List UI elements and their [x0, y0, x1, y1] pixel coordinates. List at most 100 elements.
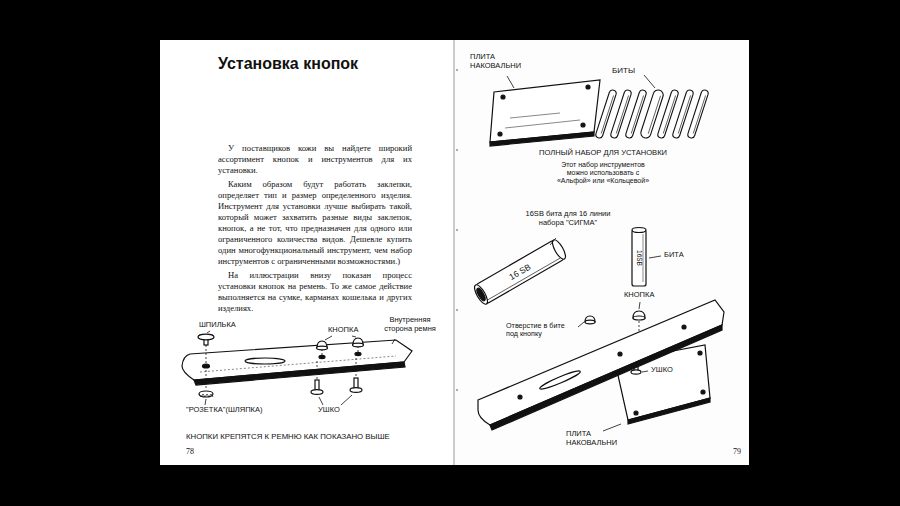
left-belt-drawing	[182, 334, 412, 397]
bits-drawing-part-part	[663, 95, 675, 133]
tube-bit-drawing	[472, 238, 568, 306]
vertical-bit-drawing	[632, 228, 646, 287]
right-leader-lines	[507, 75, 661, 431]
right-leader-lines-part	[642, 371, 648, 372]
book-pages-part	[454, 40, 749, 465]
part-label: Внутренняя сторона ремня	[378, 316, 442, 333]
book-pages	[160, 40, 749, 465]
tube-bit-drawing-part	[476, 240, 565, 304]
bits-drawing-part-part	[687, 89, 709, 139]
part-label: "РОЗЕТКА"(ШЛЯПКА)	[186, 406, 262, 415]
left-belt-drawing-part	[203, 364, 210, 368]
left-belt-drawing-part	[194, 362, 405, 385]
right-leader-lines-part	[578, 322, 584, 327]
page-number: 78	[186, 447, 194, 456]
book-pages-part	[456, 149, 458, 151]
right-belt-drawing-part	[628, 398, 710, 424]
book-pages-part	[453, 40, 455, 465]
book-pages-part	[456, 69, 458, 71]
right-belt-drawing-part	[682, 325, 686, 329]
bits-drawing-part	[687, 89, 709, 139]
book-pages-part	[456, 309, 458, 311]
figure-note: Этот набор инструментов можно использова…	[550, 161, 656, 185]
body-paragraph: На иллюстрации внизу показан процесс уст…	[218, 270, 412, 314]
part-label: КНОПКА	[624, 291, 654, 300]
left-belt-drawing-part	[198, 334, 214, 340]
vertical-bit-drawing-part	[643, 234, 644, 282]
left-belt-drawing-part	[199, 394, 213, 397]
right-belt-drawing-part	[639, 321, 640, 331]
bits-drawing	[595, 89, 709, 140]
book-pages-part	[456, 229, 458, 231]
right-belt-drawing-part	[631, 370, 641, 374]
right-belt-drawing-part	[701, 390, 705, 394]
vertical-bit-drawing-part	[632, 228, 646, 233]
part-label: ШПИЛЬКА	[199, 321, 236, 330]
left-belt-drawing-part	[311, 390, 323, 395]
vertical-bit-drawing-part	[632, 230, 646, 286]
left-belt-drawing-part	[355, 352, 361, 355]
anvil-plate-drawing-part	[498, 132, 502, 136]
bits-drawing-part-part	[616, 95, 628, 133]
body-paragraph: У поставщиков кожи вы найдете широкий ас…	[218, 143, 412, 176]
left-leader-lines-part	[207, 331, 210, 333]
right-belt-drawing-part	[518, 395, 522, 399]
right-belt-drawing-part	[633, 316, 645, 320]
left-belt-drawing-part	[317, 346, 328, 350]
right-belt-drawing-part	[618, 352, 622, 356]
part-label: УШКО	[318, 406, 340, 415]
part-label: Отверстие в бите под кнопку	[506, 322, 578, 339]
left-leader-lines-part	[205, 399, 206, 405]
figure-caption: КНОПКИ КРЕПЯТСЯ К РЕМНЮ КАК ПОКАЗАНО ВЫШ…	[186, 433, 390, 442]
right-belt-drawing-part	[539, 369, 582, 392]
book-pages-part	[160, 40, 454, 465]
part-label: БИТЫ	[612, 66, 635, 75]
left-belt-drawing-part	[206, 370, 207, 389]
tube-bit-drawing-part	[472, 283, 490, 306]
right-belt-drawing-part	[634, 411, 638, 415]
part-label: КНОПКА	[328, 326, 358, 335]
left-leader-lines-part	[392, 339, 395, 344]
right-leader-lines-part	[507, 76, 514, 88]
right-leader-lines-part	[649, 256, 661, 258]
tube-bit-drawing-part	[550, 238, 568, 261]
right-leader-lines-part	[550, 238, 556, 245]
bits-drawing-part-part	[693, 95, 705, 133]
left-belt-drawing-part	[353, 343, 364, 347]
left-belt-drawing-part	[350, 388, 362, 393]
part-label: УШКО	[651, 366, 673, 375]
left-leader-lines	[205, 331, 395, 405]
book-pages-part	[456, 389, 458, 391]
right-belt-drawing-part	[585, 320, 595, 324]
left-belt-drawing-part	[245, 358, 285, 364]
anvil-plate-drawing-part	[501, 95, 505, 99]
anvil-plate-drawing-part	[586, 85, 590, 89]
part-label: ПЛИТА НАКОВАЛЬНИ	[470, 53, 534, 70]
tool-marking: 16SB	[636, 250, 643, 266]
left-leader-lines-part	[325, 336, 332, 340]
anvil-plate-drawing	[490, 80, 600, 146]
left-belt-drawing-part	[200, 356, 396, 372]
right-belt-drawing-part	[478, 300, 724, 425]
part-label: 16SB бита для 16 линии набора "СИГМА"	[512, 210, 624, 227]
page-number: 79	[733, 447, 741, 456]
left-leader-lines-part	[341, 395, 352, 405]
figure-caption: ПОЛНЫЙ НАБОР ДЛЯ УСТАНОВКИ	[539, 149, 667, 158]
right-belt-drawing-part	[698, 351, 702, 355]
bits-drawing-part-part	[678, 95, 690, 133]
part-label: БИТА	[664, 251, 684, 260]
page-title: Установка кнопок	[218, 55, 358, 73]
right-leader-lines-part	[639, 302, 640, 309]
left-belt-drawing-part	[199, 391, 213, 397]
left-belt-drawing-part	[317, 361, 318, 379]
anvil-plate-drawing-part	[505, 113, 580, 128]
right-belt-drawing	[478, 300, 724, 430]
left-belt-drawing-part	[356, 358, 357, 377]
left-leader-lines-part	[319, 397, 323, 405]
left-belt-drawing-part	[319, 355, 325, 358]
left-belt-drawing-part	[206, 345, 207, 363]
bits-drawing-part-part	[648, 96, 660, 134]
anvil-plate-drawing-part	[581, 123, 585, 127]
